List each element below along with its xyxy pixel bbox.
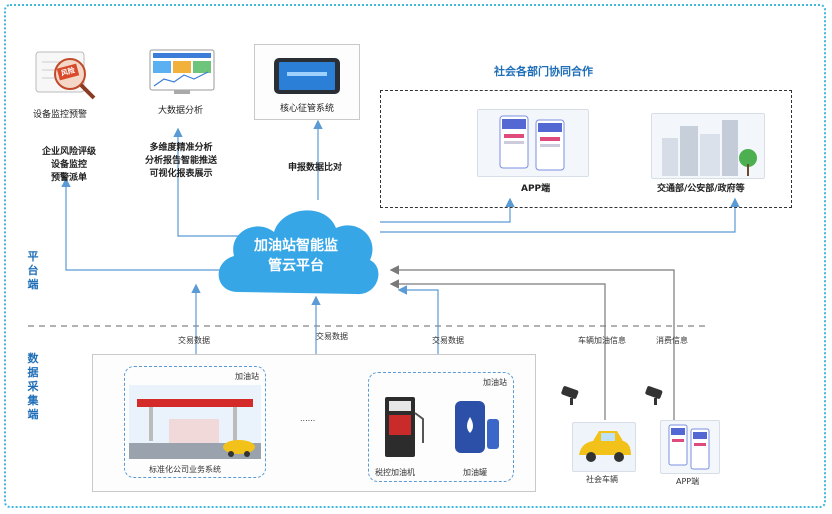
car-label: 社会车辆 bbox=[586, 475, 618, 484]
gov-buildings-illustration bbox=[651, 113, 765, 179]
bigdata-illustration bbox=[148, 48, 216, 98]
bigdata-label: 大数据分析 bbox=[158, 106, 204, 116]
side-char: 端 bbox=[27, 278, 39, 291]
core-system-box: 核心征管系统 bbox=[254, 44, 360, 120]
monitor-label: 设备监控预警 bbox=[33, 110, 88, 120]
side-char: 据 bbox=[27, 366, 39, 379]
flow-trade-2: 交易数据 bbox=[316, 332, 348, 341]
phone-app-icon bbox=[668, 424, 710, 470]
monitor-notes: 企业风险评级 设备监控 预警派单 bbox=[34, 144, 104, 183]
side-char: 台 bbox=[27, 264, 39, 277]
flow-refuel-info: 车辆加油信息 bbox=[578, 336, 626, 345]
app-bottom-label: APP端 bbox=[676, 477, 700, 486]
bigdata-notes: 多维度精准分析 分析报告智能推送 可视化报表展示 bbox=[136, 140, 226, 179]
cloud-platform-title: 加油站智能监 管云平台 bbox=[208, 236, 384, 276]
monitor-note: 设备监控 bbox=[50, 160, 87, 170]
station-1-label: 标准化公司业务系统 bbox=[149, 465, 221, 474]
bigdata-note: 分析报告智能推送 bbox=[144, 156, 217, 166]
monitor-illustration: 风险 bbox=[28, 48, 102, 104]
gas-station-icon bbox=[129, 385, 261, 459]
side-char: 集 bbox=[27, 394, 39, 407]
cloud-title-line2: 管云平台 bbox=[268, 258, 324, 274]
side-char: 平 bbox=[27, 250, 39, 263]
app-label: APP端 bbox=[521, 184, 551, 194]
station-2-tag: 加油站 bbox=[483, 378, 507, 387]
monitor-note: 企业风险评级 bbox=[41, 147, 96, 157]
core-note: 申报数据比对 bbox=[288, 163, 343, 173]
social-collab-box: APP端 交通部/公安部/政府等 bbox=[380, 90, 792, 208]
cloud-platform-shape bbox=[218, 210, 379, 295]
side-char: 数 bbox=[27, 352, 39, 365]
fuel-tank-icon bbox=[455, 401, 499, 453]
station-2-box: 加油站 税控加油机 加油罐 bbox=[368, 372, 514, 482]
station-1-tag: 加油站 bbox=[235, 372, 259, 381]
flow-trade-3: 交易数据 bbox=[432, 336, 464, 345]
station-1-box: 加油站 标准化公司业务系统 bbox=[124, 366, 266, 478]
app-screens-illustration bbox=[477, 109, 589, 177]
flow-trade-1: 交易数据 bbox=[178, 336, 210, 345]
gov-label: 交通部/公安部/政府等 bbox=[657, 184, 745, 194]
social-title: 社会各部门协同合作 bbox=[494, 65, 593, 78]
tank-label: 加油罐 bbox=[463, 468, 487, 477]
app-bottom-illustration bbox=[660, 420, 720, 474]
platform-side-label: 平 台 端 bbox=[26, 250, 40, 292]
fuel-pump-icon bbox=[385, 397, 424, 457]
side-char: 端 bbox=[27, 408, 39, 421]
phone-app-icon bbox=[499, 115, 565, 171]
side-char: 采 bbox=[27, 380, 39, 393]
car-illustration bbox=[572, 422, 636, 472]
bigdata-note: 多维度精准分析 bbox=[149, 143, 213, 153]
car-icon bbox=[579, 431, 631, 462]
stations-ellipsis: ...... bbox=[300, 414, 316, 423]
camera-icon bbox=[645, 386, 663, 405]
flow-consume-info: 消费信息 bbox=[656, 336, 688, 345]
bigdata-note: 可视化报表展示 bbox=[149, 169, 213, 179]
tablet-icon bbox=[274, 58, 340, 94]
buildings-icon bbox=[662, 120, 757, 176]
dashboard-monitor-icon bbox=[149, 49, 215, 94]
core-label: 核心征管系统 bbox=[279, 104, 334, 114]
cloud-title-line1: 加油站智能监 bbox=[254, 238, 338, 254]
collect-side-label: 数 据 采 集 端 bbox=[26, 352, 40, 422]
pump-label: 税控加油机 bbox=[375, 468, 415, 477]
monitor-note: 预警派单 bbox=[50, 173, 87, 183]
camera-icon bbox=[561, 386, 579, 405]
